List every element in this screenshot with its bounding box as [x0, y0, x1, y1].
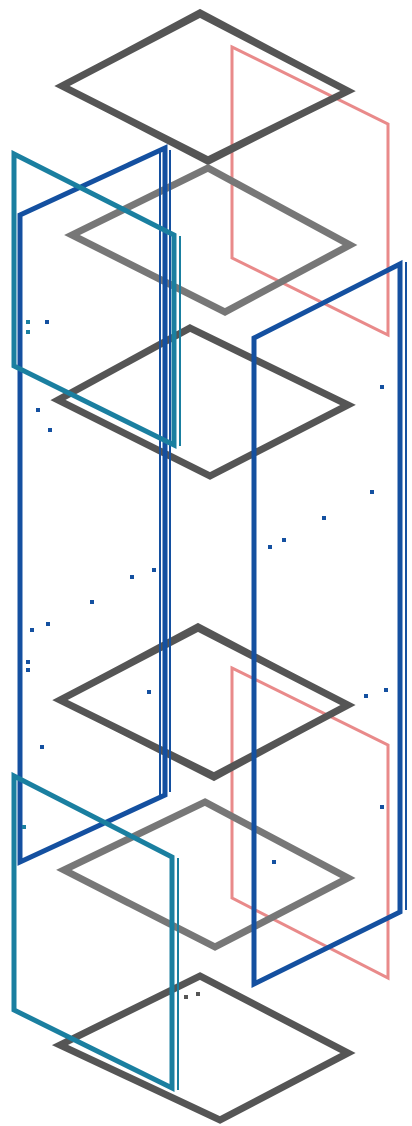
- navy-left-frame: [20, 148, 170, 862]
- decorative-dot: [370, 490, 374, 494]
- decorative-dot: [268, 545, 272, 549]
- decorative-dot: [152, 568, 156, 572]
- decorative-dot: [384, 688, 388, 692]
- decorative-dot: [48, 428, 52, 432]
- decorative-dot: [90, 600, 94, 604]
- decorative-dots: [22, 320, 388, 999]
- decorative-dot: [40, 745, 44, 749]
- layer-4-rhombus: [56, 624, 352, 780]
- decorative-dot: [36, 408, 40, 412]
- layer-1-rhombus: [58, 10, 352, 164]
- decorative-dot: [45, 320, 49, 324]
- decorative-dot: [30, 628, 34, 632]
- layer-3-rhombus: [58, 328, 348, 476]
- decorative-dot: [26, 660, 30, 664]
- decorative-dot: [26, 320, 30, 324]
- decorative-dot: [147, 690, 151, 694]
- decorative-dot: [26, 330, 30, 334]
- decorative-dot: [130, 575, 134, 579]
- layer-2-rhombus: [72, 168, 350, 312]
- decorative-dot: [322, 516, 326, 520]
- decorative-dot: [22, 825, 26, 829]
- decorative-dot: [364, 694, 368, 698]
- decorative-dot: [272, 860, 276, 864]
- decorative-dot: [196, 992, 200, 996]
- layer-6-rhombus: [60, 976, 348, 1120]
- decorative-dot: [46, 622, 50, 626]
- decorative-dot: [282, 538, 286, 542]
- decorative-dot: [26, 668, 30, 672]
- decorative-dot: [380, 385, 384, 389]
- decorative-dot: [184, 995, 188, 999]
- decorative-dot: [380, 805, 384, 809]
